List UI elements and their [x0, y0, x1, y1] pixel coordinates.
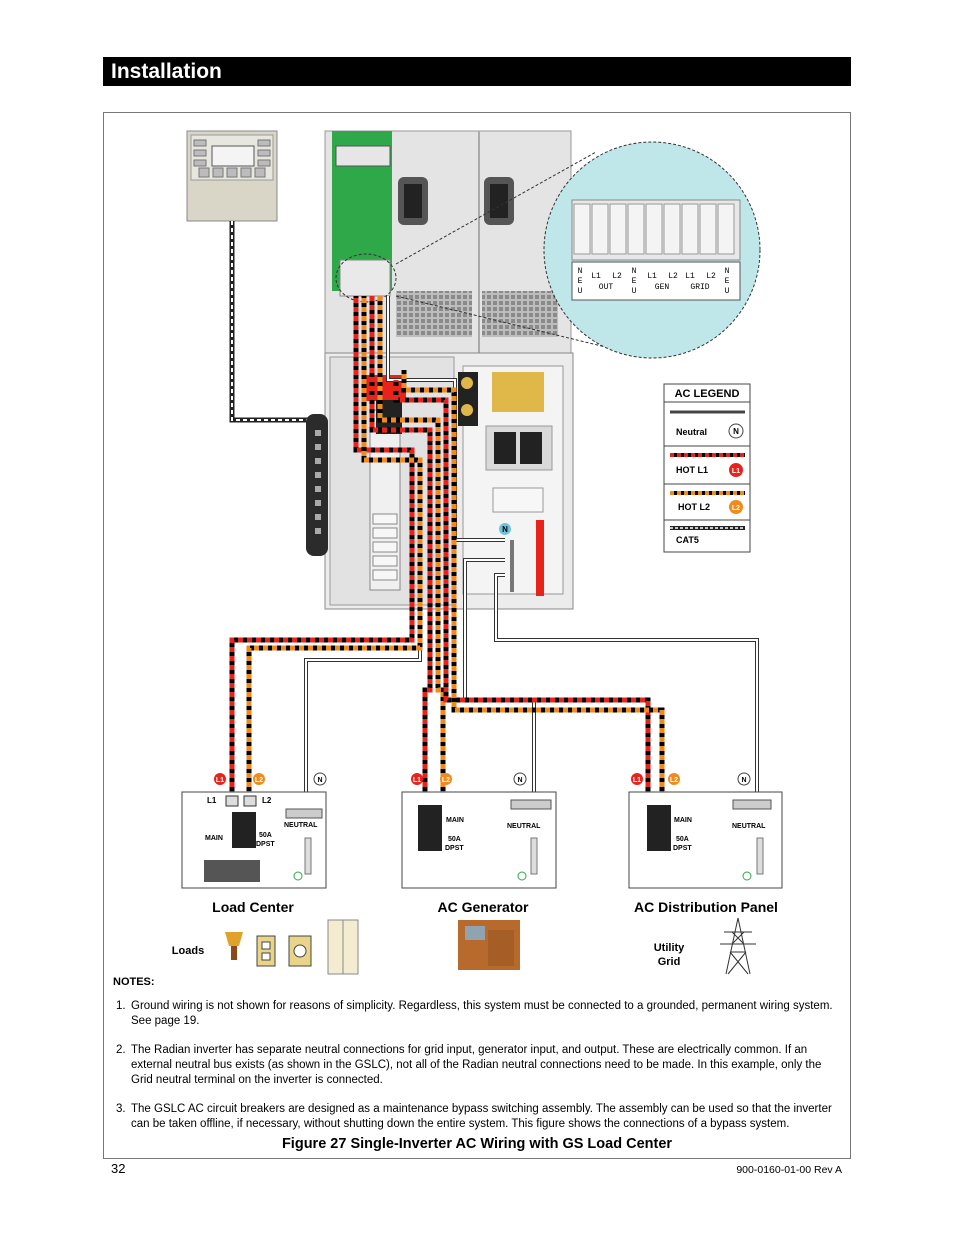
svg-text:N: N: [741, 777, 746, 784]
lamp-icon: [225, 932, 243, 960]
svg-text:E: E: [578, 277, 583, 286]
svg-text:CAT5: CAT5: [676, 535, 699, 545]
svg-text:DPST: DPST: [673, 845, 692, 852]
cat5-cable: [229, 221, 316, 423]
svg-text:L2: L2: [670, 777, 678, 784]
svg-text:GRID: GRID: [690, 283, 709, 292]
svg-text:NEUTRAL: NEUTRAL: [732, 823, 766, 830]
svg-text:NEUTRAL: NEUTRAL: [284, 822, 318, 829]
remote-control: [186, 130, 278, 222]
svg-text:GEN: GEN: [655, 283, 670, 292]
svg-text:L1: L1: [216, 777, 224, 784]
svg-text:L2: L2: [612, 272, 622, 281]
generator-icon: [458, 920, 520, 970]
svg-text:50A: 50A: [259, 832, 272, 839]
figure-frame: [103, 112, 851, 1159]
panel-load-center: L1 L2 N L1 L2 MAIN 50A DPST NEUTRAL: [181, 772, 327, 889]
svg-text:U: U: [725, 287, 730, 296]
svg-text:OUT: OUT: [599, 283, 614, 292]
document-number: 900-0160-01-00 Rev A: [736, 1164, 842, 1176]
svg-text:U: U: [578, 287, 583, 296]
outlet-icon: [256, 935, 276, 967]
ac-legend: AC LEGEND Neutral N HOT L1 L1 HOT L2 L2 …: [663, 383, 751, 553]
svg-text:E: E: [725, 277, 730, 286]
switch-outlet-icon: [288, 935, 312, 967]
svg-text:L2: L2: [706, 272, 716, 281]
gs-load-center: N: [324, 352, 574, 610]
figure-caption: Figure 27 Single-Inverter AC Wiring with…: [281, 1136, 673, 1152]
note-item: 3. The GSLC AC circuit breakers are desi…: [116, 1103, 832, 1130]
svg-text:50A: 50A: [676, 836, 689, 843]
notes-title: NOTES:: [113, 976, 155, 988]
svg-text:L1: L1: [207, 796, 217, 805]
svg-text:N: N: [725, 267, 730, 276]
svg-text:N: N: [632, 267, 637, 276]
note-item: 1. Ground wiring is not shown for reason…: [116, 1000, 833, 1027]
svg-text:AC LEGEND: AC LEGEND: [675, 388, 740, 400]
svg-text:HOT L2: HOT L2: [678, 502, 710, 512]
bus-neutral-badge: N: [502, 525, 508, 534]
panel-ac-distribution: L1 L2 N MAIN 50A DPST NEUTRAL: [628, 772, 783, 889]
svg-text:N: N: [517, 777, 522, 784]
svg-text:N: N: [578, 267, 583, 276]
ac-generator-title: AC Generator: [437, 899, 529, 915]
utility-label: Utility: [654, 942, 685, 954]
svg-text:L2: L2: [668, 272, 678, 281]
terminal-block-zoom: N L1 L2 N L1 L2 L1 L2 N E U E U E U OUT …: [543, 141, 761, 359]
svg-text:MAIN: MAIN: [205, 835, 223, 842]
svg-text:L2: L2: [255, 777, 263, 784]
svg-text:Neutral: Neutral: [676, 427, 707, 437]
svg-text:MAIN: MAIN: [674, 817, 692, 824]
svg-text:L1: L1: [732, 468, 740, 475]
svg-text:L1: L1: [685, 272, 695, 281]
refrigerator-icon: [327, 919, 359, 975]
enclosure-side: [306, 414, 328, 556]
panel-ac-generator: L1 L2 N MAIN 50A DPST NEUTRAL: [401, 772, 557, 889]
grid-label: Grid: [658, 956, 681, 968]
svg-text:MAIN: MAIN: [446, 817, 464, 824]
svg-text:DPST: DPST: [256, 841, 275, 848]
svg-text:N: N: [317, 777, 322, 784]
loads-label: Loads: [172, 945, 204, 957]
svg-text:L1: L1: [647, 272, 657, 281]
svg-text:L2: L2: [732, 505, 740, 512]
svg-text:L2: L2: [262, 796, 272, 805]
load-center-title: Load Center: [212, 899, 294, 915]
svg-text:E: E: [632, 277, 637, 286]
svg-text:NEUTRAL: NEUTRAL: [507, 823, 541, 830]
notes-section: NOTES: 1. Ground wiring is not shown for…: [113, 975, 838, 1146]
svg-text:L2: L2: [442, 777, 450, 784]
svg-text:50A: 50A: [448, 836, 461, 843]
svg-text:L1: L1: [413, 777, 421, 784]
hot-wires: [229, 296, 665, 796]
svg-text:HOT L1: HOT L1: [676, 465, 708, 475]
svg-text:L1: L1: [591, 272, 601, 281]
svg-text:DPST: DPST: [445, 845, 464, 852]
note-item: 2. The Radian inverter has separate neut…: [116, 1044, 822, 1086]
ac-distribution-title: AC Distribution Panel: [634, 899, 778, 915]
section-header: Installation: [103, 57, 851, 86]
power-tower-icon: [720, 917, 756, 975]
svg-text:U: U: [632, 287, 637, 296]
page-number: 32: [111, 1161, 126, 1176]
svg-text:N: N: [733, 427, 739, 436]
svg-text:L1: L1: [633, 777, 641, 784]
